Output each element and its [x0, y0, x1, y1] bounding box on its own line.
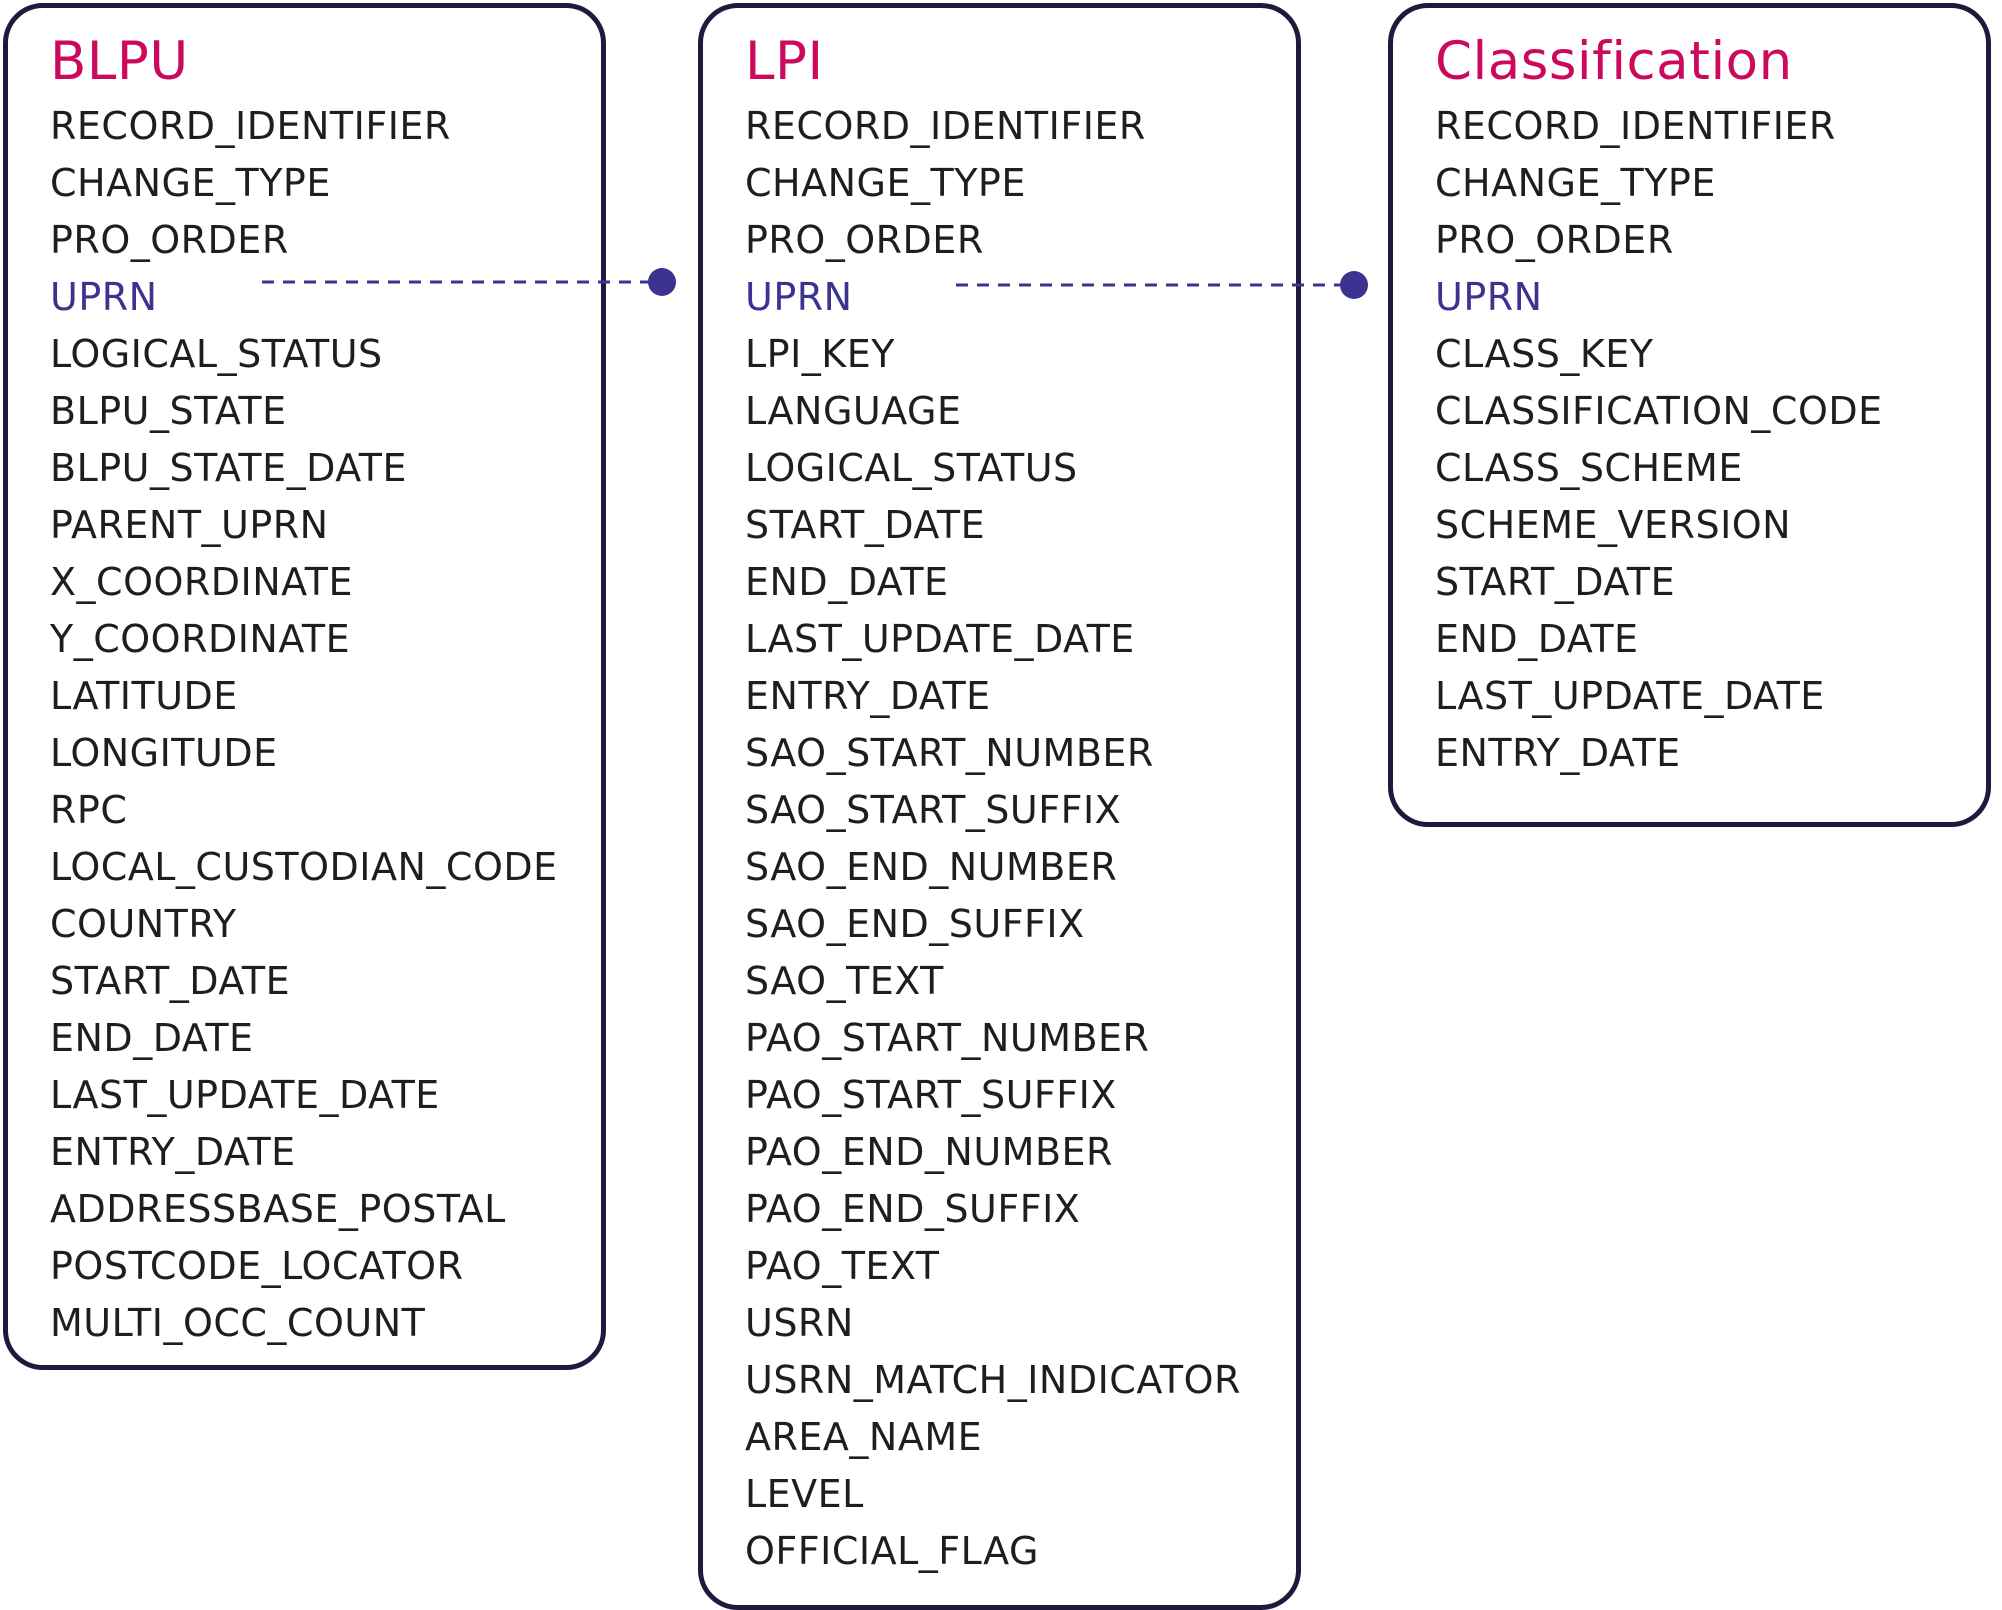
blpu-field: LOCAL_CUSTODIAN_CODE — [50, 845, 558, 889]
blpu-field: COUNTRY — [50, 902, 237, 946]
classification-field: PRO_ORDER — [1435, 218, 1674, 262]
blpu-field: CHANGE_TYPE — [50, 161, 331, 205]
blpu-field: LAST_UPDATE_DATE — [50, 1073, 440, 1117]
blpu-field: Y_COORDINATE — [50, 617, 351, 661]
blpu-title: BLPU — [50, 31, 189, 92]
lpi-field-list: RECORD_IDENTIFIER CHANGE_TYPE PRO_ORDER … — [745, 98, 1296, 1580]
blpu-field-uprn: UPRN — [50, 275, 158, 319]
blpu-field-list: RECORD_IDENTIFIER CHANGE_TYPE PRO_ORDER … — [50, 98, 601, 1352]
blpu-field: END_DATE — [50, 1016, 254, 1060]
blpu-field: MULTI_OCC_COUNT — [50, 1301, 426, 1345]
blpu-field: LATITUDE — [50, 674, 238, 718]
classification-field: START_DATE — [1435, 560, 1676, 604]
lpi-field: PAO_END_SUFFIX — [745, 1187, 1081, 1231]
lpi-title: LPI — [745, 31, 824, 92]
blpu-field: BLPU_STATE_DATE — [50, 446, 407, 490]
lpi-field: OFFICIAL_FLAG — [745, 1529, 1039, 1573]
classification-field: CLASSIFICATION_CODE — [1435, 389, 1883, 433]
lpi-field: LPI_KEY — [745, 332, 895, 376]
classification-uprn-link-endpoint — [1340, 271, 1368, 299]
lpi-field: RECORD_IDENTIFIER — [745, 104, 1146, 148]
lpi-field: LOGICAL_STATUS — [745, 446, 1078, 490]
lpi-field: USRN — [745, 1301, 854, 1345]
classification-field: CLASS_KEY — [1435, 332, 1654, 376]
lpi-field: SAO_TEXT — [745, 959, 944, 1003]
lpi-field-uprn: UPRN — [745, 275, 853, 319]
lpi-field: SAO_END_NUMBER — [745, 845, 1118, 889]
blpu-field: POSTCODE_LOCATOR — [50, 1244, 464, 1288]
classification-title: Classification — [1435, 31, 1793, 92]
lpi-field: LANGUAGE — [745, 389, 962, 433]
lpi-field: SAO_START_SUFFIX — [745, 788, 1122, 832]
lpi-field: START_DATE — [745, 503, 986, 547]
lpi-field: AREA_NAME — [745, 1415, 983, 1459]
blpu-field: ADDRESSBASE_POSTAL — [50, 1187, 506, 1231]
blpu-field: PARENT_UPRN — [50, 503, 329, 547]
lpi-field: PAO_START_SUFFIX — [745, 1073, 1117, 1117]
lpi-field: END_DATE — [745, 560, 949, 604]
lpi-field: PAO_START_NUMBER — [745, 1016, 1150, 1060]
classification-field: LAST_UPDATE_DATE — [1435, 674, 1825, 718]
blpu-field: RPC — [50, 788, 128, 832]
classification-field-list: RECORD_IDENTIFIER CHANGE_TYPE PRO_ORDER … — [1435, 98, 1986, 782]
blpu-field: LOGICAL_STATUS — [50, 332, 383, 376]
blpu-field: START_DATE — [50, 959, 291, 1003]
classification-field: CHANGE_TYPE — [1435, 161, 1716, 205]
classification-field: END_DATE — [1435, 617, 1639, 661]
classification-entity: Classification RECORD_IDENTIFIER CHANGE_… — [1388, 3, 1991, 827]
lpi-field: USRN_MATCH_INDICATOR — [745, 1358, 1241, 1402]
lpi-field: ENTRY_DATE — [745, 674, 991, 718]
blpu-field: BLPU_STATE — [50, 389, 287, 433]
blpu-field: X_COORDINATE — [50, 560, 353, 604]
classification-field: ENTRY_DATE — [1435, 731, 1681, 775]
lpi-field: LEVEL — [745, 1472, 864, 1516]
lpi-field: SAO_END_SUFFIX — [745, 902, 1085, 946]
classification-field-uprn: UPRN — [1435, 275, 1543, 319]
lpi-field: PRO_ORDER — [745, 218, 984, 262]
lpi-field: SAO_START_NUMBER — [745, 731, 1154, 775]
lpi-entity: LPI RECORD_IDENTIFIER CHANGE_TYPE PRO_OR… — [698, 3, 1301, 1610]
blpu-field: PRO_ORDER — [50, 218, 289, 262]
classification-field: SCHEME_VERSION — [1435, 503, 1792, 547]
lpi-field: PAO_TEXT — [745, 1244, 940, 1288]
lpi-field: PAO_END_NUMBER — [745, 1130, 1113, 1174]
blpu-field: RECORD_IDENTIFIER — [50, 104, 451, 148]
classification-field: RECORD_IDENTIFIER — [1435, 104, 1836, 148]
lpi-field: CHANGE_TYPE — [745, 161, 1026, 205]
classification-field: CLASS_SCHEME — [1435, 446, 1743, 490]
lpi-field: LAST_UPDATE_DATE — [745, 617, 1135, 661]
lpi-uprn-link-endpoint — [648, 268, 676, 296]
blpu-field: ENTRY_DATE — [50, 1130, 296, 1174]
blpu-entity: BLPU RECORD_IDENTIFIER CHANGE_TYPE PRO_O… — [3, 3, 606, 1370]
blpu-field: LONGITUDE — [50, 731, 278, 775]
